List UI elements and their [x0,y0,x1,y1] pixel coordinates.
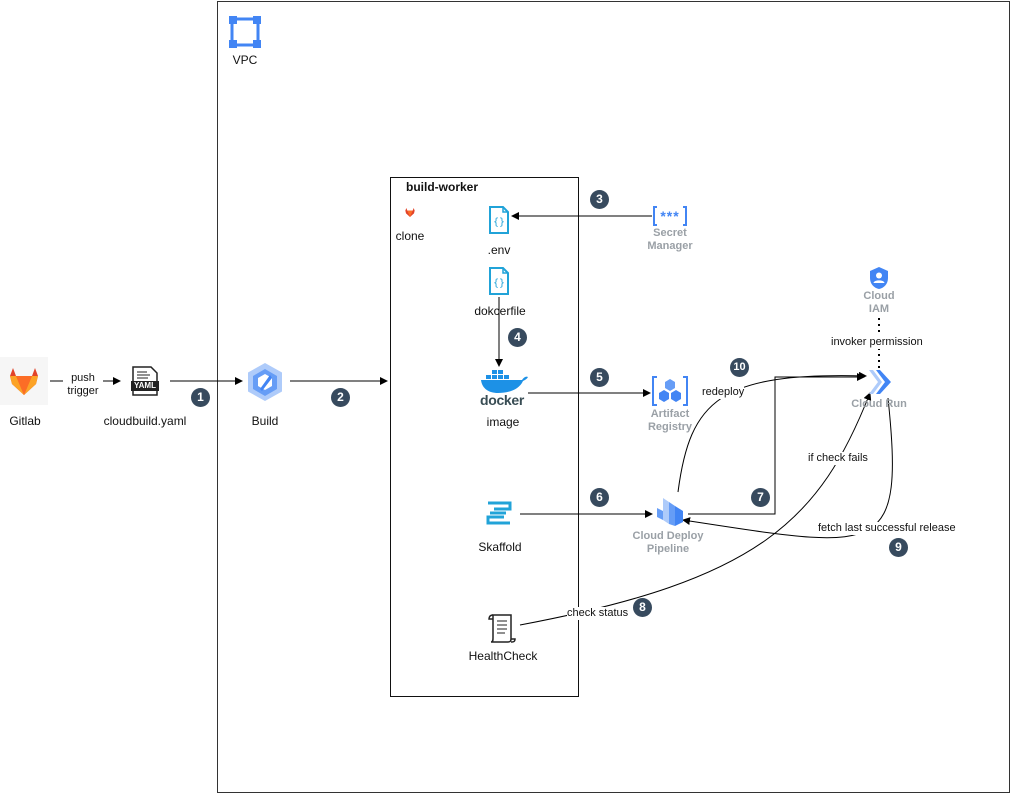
step-marker-2: 2 [331,388,350,407]
step-marker-6: 6 [590,488,609,507]
secret-manager-line1: Secret [653,227,687,239]
env-file-icon: {} [488,205,510,235]
cloud-iam-icon [869,266,889,290]
cloud-run-icon [867,368,893,396]
env-label: .env [487,243,511,257]
edge-check-status [519,392,872,626]
secret-manager-line2: Manager [647,240,693,252]
yaml-badge-text: YAML [134,381,156,390]
if-check-fails-label: if check fails [808,452,868,465]
step-marker-4: 4 [508,328,527,347]
skaffold-label: Skaffold [478,540,522,554]
step-marker-8: 8 [633,598,652,617]
healthcheck-label: HealthCheck [468,649,538,663]
push-trigger-line1: push [71,372,95,384]
svg-text:{}: {} [493,278,505,289]
step-marker-9: 9 [889,538,908,557]
step-marker-7: 7 [751,488,770,507]
healthcheck-icon [487,612,517,644]
artifact-registry-icon [652,376,688,406]
svg-text:{}: {} [493,217,505,228]
secret-manager-stars: *** [660,208,680,224]
cloud-deploy-label: Cloud Deploy Pipeline [626,530,710,556]
push-trigger-label: push trigger [63,372,103,398]
cloud-deploy-line1: Cloud Deploy [632,530,704,542]
vpc-boundary [217,1,1010,793]
cloud-deploy-line2: Pipeline [646,543,690,555]
step-marker-3: 3 [590,190,609,209]
cloud-build-icon [246,362,284,402]
build-worker-title: build-worker [406,180,479,194]
step-marker-5: 5 [590,368,609,387]
build-worker-box [390,177,579,697]
docker-wordmark: docker [479,392,525,408]
cloud-iam-line2: IAM [868,303,890,315]
cloud-iam-label: Cloud IAM [854,290,904,316]
edge-deploy-run [688,373,865,515]
fetch-last-label: fetch last successful release [818,522,956,535]
vpc-label: VPC [232,53,258,67]
skaffold-icon [486,500,512,526]
cloud-run-label: Cloud Run [851,398,907,410]
cloudbuild-yaml-label: cloudbuild.yaml [103,414,187,428]
gitlab-label: Gitlab [9,414,41,428]
cloud-deploy-icon [655,496,685,528]
image-label: image [486,415,520,429]
gitlab-small-icon [402,204,418,218]
push-trigger-line2: trigger [67,385,99,397]
artifact-registry-label: Artifact Registry [640,408,700,434]
secret-manager-icon: *** [653,206,687,226]
dockerfile-label: dokcerfile [474,304,526,318]
edge-fetch-last [682,397,893,539]
redeploy-label: redeploy [702,386,745,399]
invoker-permission-label: invoker permission [831,336,923,349]
check-status-label: check status [567,607,629,620]
artifact-registry-line1: Artifact [650,408,690,420]
artifact-registry-line2: Registry [647,421,693,433]
clone-label: clone [395,229,425,243]
vpc-icon [229,16,261,48]
step-marker-10: 10 [730,358,749,377]
build-label: Build [251,414,279,428]
cloud-iam-line1: Cloud [863,290,895,302]
docker-icon [478,368,530,394]
dockerfile-icon: {} [488,266,510,296]
gitlab-icon [0,357,48,405]
step-marker-1: 1 [191,388,210,407]
secret-manager-label: Secret Manager [640,227,700,253]
yaml-file-icon: YAML [130,366,160,396]
